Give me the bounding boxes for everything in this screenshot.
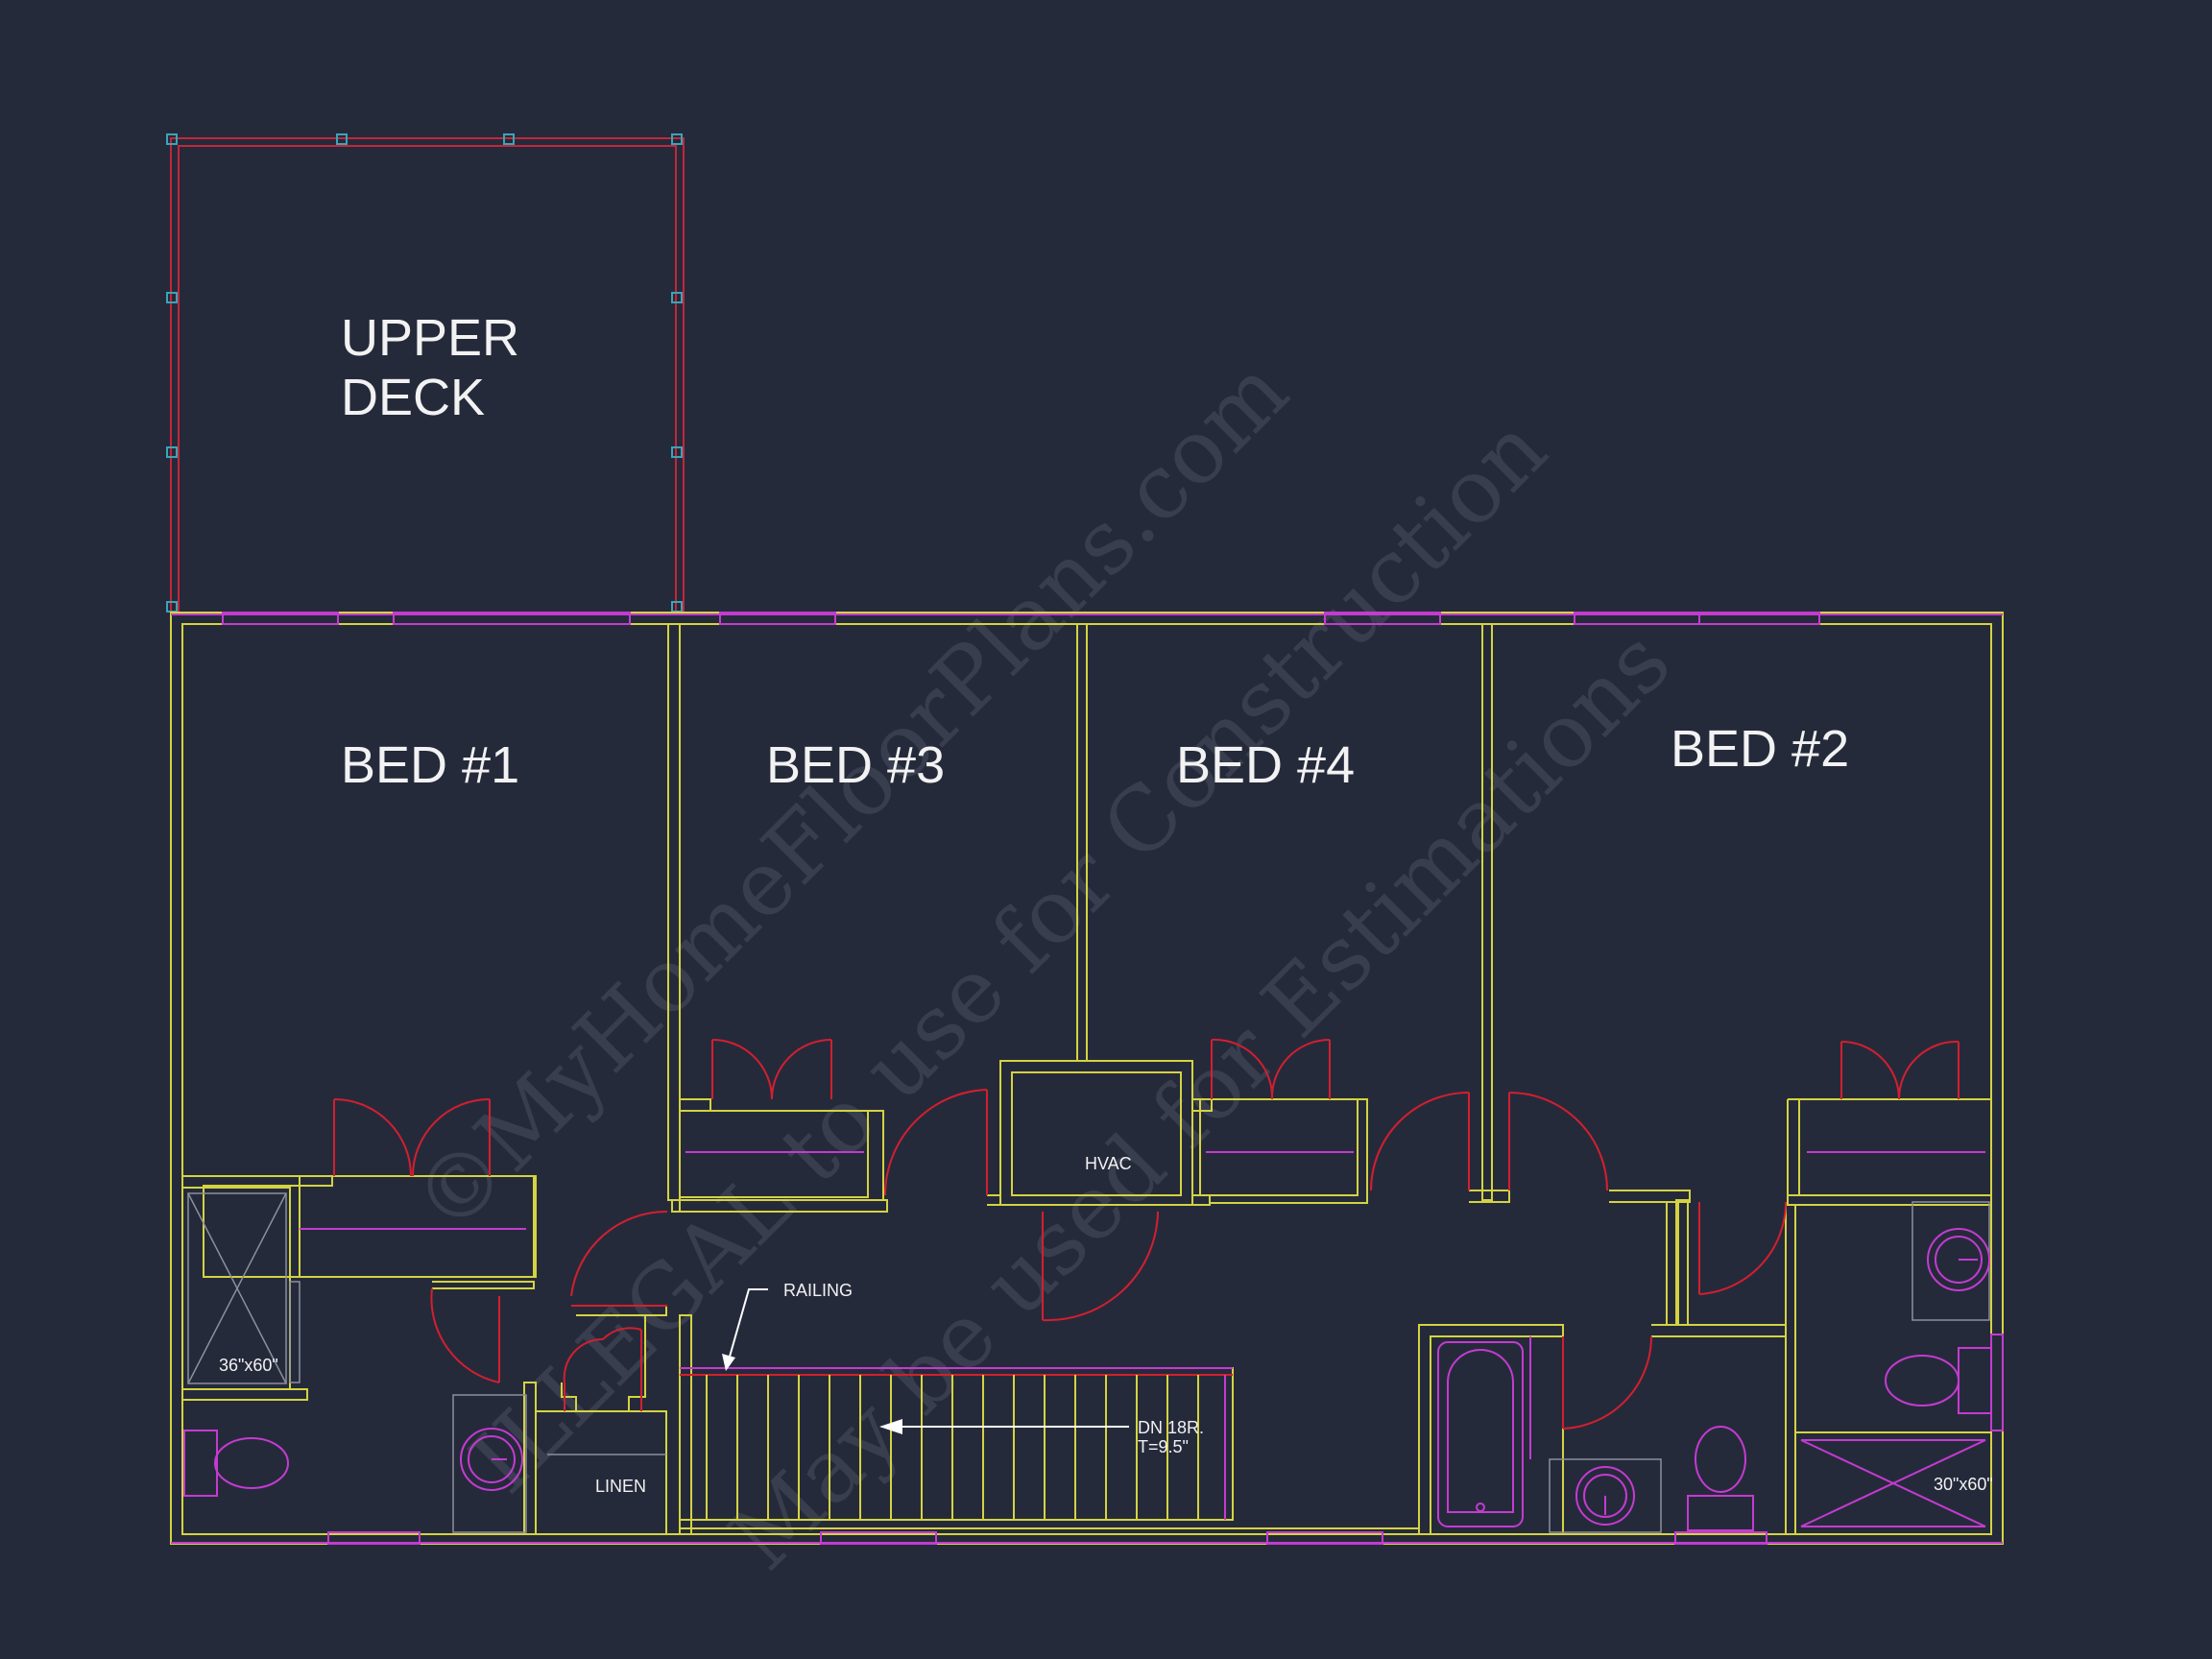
sink-icon: [1575, 1466, 1635, 1526]
shower2-size-label: 30"x60": [1934, 1475, 1993, 1494]
hvac-label: HVAC: [1085, 1154, 1132, 1173]
toilet-icon: [1687, 1426, 1754, 1531]
shower1-size-label: 36"x60": [219, 1356, 278, 1375]
linen-label: LINEN: [595, 1477, 646, 1496]
upper-deck-label-line1: UPPER: [341, 309, 519, 367]
bed3-label: BED #3: [766, 736, 945, 794]
railing-label: RAILING: [783, 1281, 853, 1300]
watermark: ©MyHomeFloorPlans.com ILLEGAL to use for…: [394, 339, 1690, 1589]
stair-treads: [706, 1375, 1199, 1520]
stair-label-line2: T=9.5": [1138, 1437, 1189, 1456]
upper-deck-label-line2: DECK: [341, 369, 485, 426]
bathtub-icon: [1437, 1341, 1524, 1527]
annotation-labels: HVAC RAILING LINEN DN 18R. T=9.5" 36"x60…: [219, 1154, 1993, 1496]
stair-label-line1: DN 18R.: [1138, 1418, 1204, 1437]
sink-icon: [1927, 1228, 1990, 1291]
toilet-icon: [1885, 1347, 1992, 1414]
fixtures: [183, 1228, 1992, 1531]
bed1-label: BED #1: [341, 736, 519, 794]
interior-walls: [181, 623, 1992, 1535]
bed2-label: BED #2: [1671, 720, 1849, 778]
bed4-label: BED #4: [1176, 736, 1355, 794]
toilet-icon: [183, 1430, 289, 1497]
stair-arrow: [879, 1419, 1129, 1434]
room-labels: UPPER DECK BED #1 BED #3 BED #4 BED #2: [341, 309, 1849, 794]
railing-leader: [722, 1288, 768, 1371]
doors: [333, 1038, 1960, 1430]
sink-icon: [460, 1428, 523, 1491]
